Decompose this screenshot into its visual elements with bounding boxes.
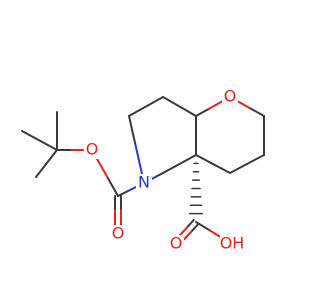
bond-carbamate-c-o1-b [95, 156, 109, 178]
carbamate-oxygen-label: O [84, 140, 100, 159]
acid-carbonyl-oxygen-text: O [170, 234, 183, 253]
bond-acid-c-oh-a [195, 221, 211, 232]
bond-n6-carbamate-c-a [125, 186, 137, 193]
ring-oxygen-text: O [224, 87, 237, 106]
carbamate-carbonyl-oxygen-label: O [110, 224, 126, 243]
bond-carbamate-c-o1-a [106, 175, 119, 197]
acid-carbonyl-oxygen-label: O [168, 234, 184, 253]
bond-tbu-me1 [21, 130, 58, 151]
bond-c7-n6-b [134, 144, 144, 176]
acid-hydroxyl-label: OH [220, 234, 248, 253]
bond-c4-c4a [195, 154, 231, 174]
bond-c8-c7 [128, 96, 164, 117]
structure-diagram: O N O O O OH [21, 87, 265, 253]
bond-n6-c5-a [150, 174, 159, 180]
bond-o1-c2-b [249, 107, 265, 117]
bond-acid-c-o-2-b [183, 230, 193, 241]
bond-n6-c5-b [156, 172, 164, 177]
bond-c5-c4a [162, 154, 197, 174]
bond-tbu-me3 [35, 149, 58, 178]
nitrogen-text: N [138, 173, 150, 192]
carbamate-oxygen-text: O [86, 140, 99, 159]
ring-oxygen-label: O [222, 87, 238, 106]
acid-hydroxyl-text: OH [220, 234, 245, 253]
nitrogen-label: N [136, 173, 152, 192]
bond-acid-c-o-1-a [185, 218, 195, 229]
atom-label-layer: O N O O O OH [84, 87, 248, 253]
carbamate-carbonyl-oxygen-text: O [112, 224, 125, 243]
bond-c3-c4 [229, 154, 265, 174]
bond-layer [21, 96, 265, 241]
bond-acid-c-o-2-a [190, 223, 200, 233]
bond-c8a-o1-a [195, 107, 211, 117]
bond-c7-n6-a [128, 115, 137, 147]
molecule-canvas: O N O O O OH [21, 86, 265, 253]
bond-c8a-o1-b [208, 100, 224, 110]
bond-c8a-c8 [162, 96, 197, 117]
bond-n6-carbamate-c-b [117, 190, 128, 197]
bond-o1-c2-a [236, 100, 252, 110]
bond-acid-c-o-1-b [178, 226, 188, 237]
